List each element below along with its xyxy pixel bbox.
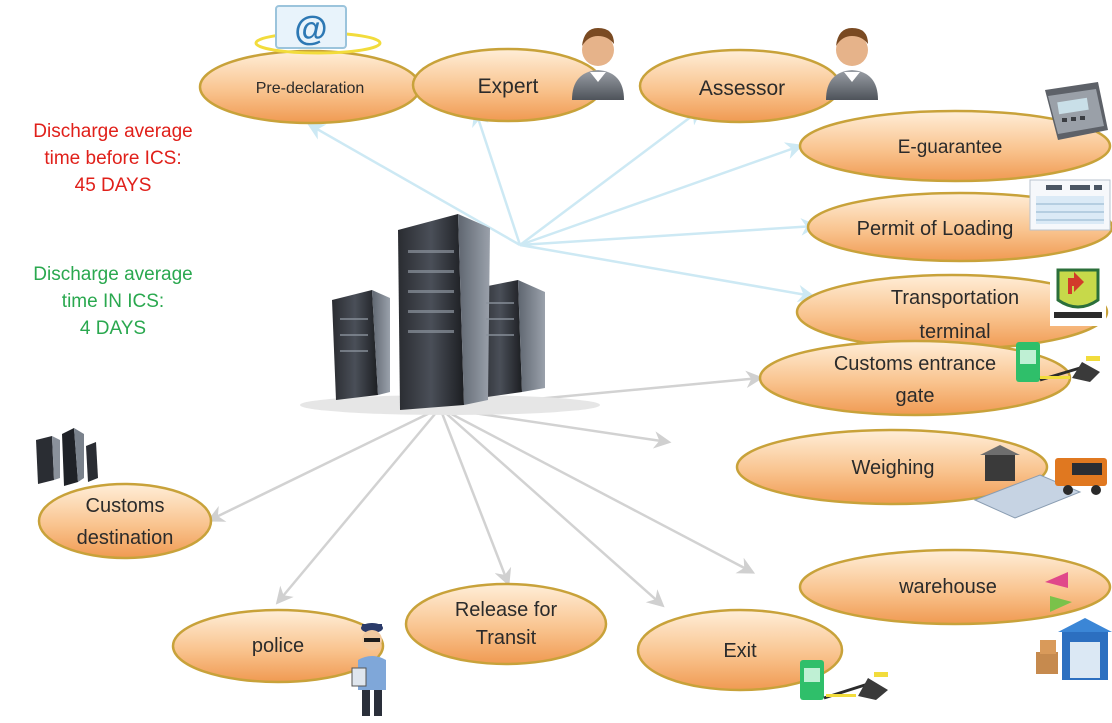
stat-before-ics: Discharge average time before ICS: 45 DA… — [8, 118, 218, 199]
email-at-icon: @ — [254, 5, 382, 55]
svg-text:@: @ — [294, 10, 327, 48]
arrow-to-customs-destination — [206, 406, 441, 522]
stat-before-line3: 45 DAYS — [74, 175, 152, 196]
police-officer-icon — [351, 623, 386, 716]
arrow-to-eguarantee — [519, 142, 804, 247]
permit-label: Permit of Loading — [857, 218, 1014, 240]
node-customs-entrance-gate: Customs entrance gate — [758, 339, 1072, 417]
transport-label-line1: Transportation — [891, 287, 1019, 309]
node-expert: Expert — [411, 47, 605, 123]
stat-before-line1: Discharge average — [33, 121, 193, 142]
stat-after-line1: Discharge average — [33, 264, 193, 285]
node-predeclaration: Pre-declaration — [198, 49, 422, 125]
arrow-to-warehouse — [439, 406, 756, 574]
arrow-to-expert — [472, 108, 522, 246]
node-exit: Exit — [636, 608, 844, 692]
arrow-to-transport — [519, 243, 816, 303]
customs-gate-icon — [1016, 342, 1100, 382]
document-icon — [1029, 179, 1111, 231]
arrow-to-permit — [519, 218, 819, 247]
customs-destination-server-icon — [36, 428, 98, 486]
node-eguarantee: E-guarantee — [798, 109, 1112, 183]
organization-logo-icon — [1050, 266, 1106, 326]
card-terminal-icon — [1045, 82, 1108, 140]
customs-gate-label-line2: gate — [896, 385, 935, 407]
stat-after-line2: time IN ICS: — [61, 291, 165, 312]
exit-label: Exit — [723, 640, 757, 662]
stat-after-line3: 4 DAYS — [79, 318, 147, 339]
node-transportation-terminal: Transportation terminal — [795, 273, 1109, 351]
transport-label-line2: terminal — [919, 321, 990, 343]
node-customs-destination: Customs destination — [37, 482, 213, 560]
arrow-to-predeclaration — [306, 123, 521, 247]
connector-arrows — [206, 107, 819, 608]
release-label-line1: Release for — [455, 599, 558, 621]
eguarantee-label: E-guarantee — [898, 137, 1003, 158]
arrow-to-police — [275, 407, 441, 605]
expert-person-icon — [572, 28, 624, 100]
truck-scale-icon — [973, 445, 1107, 519]
weighing-label: Weighing — [851, 457, 934, 479]
customs-dest-label-line1: Customs — [86, 495, 165, 517]
release-label-line2: Transit — [476, 627, 537, 649]
node-assessor: Assessor — [638, 48, 842, 124]
warehouse-label: warehouse — [898, 576, 997, 598]
assessor-person-icon — [826, 28, 878, 100]
assessor-label: Assessor — [699, 77, 785, 100]
node-weighing: Weighing — [735, 428, 1049, 506]
central-server-icon — [300, 214, 600, 415]
customs-gate-label-line1: Customs entrance — [834, 353, 996, 375]
stat-before-line2: time before ICS: — [44, 148, 182, 169]
node-police: police — [171, 608, 385, 684]
arrow-to-assessor — [519, 107, 703, 246]
arrow-to-exit — [439, 407, 665, 608]
customs-dest-label-line2: destination — [77, 527, 174, 549]
node-warehouse: warehouse — [798, 548, 1112, 626]
stat-in-ics: Discharge average time IN ICS: 4 DAYS — [8, 261, 218, 342]
expert-label: Expert — [478, 75, 539, 98]
node-release-for-transit: Release for Transit — [404, 582, 608, 666]
police-label: police — [252, 635, 304, 657]
predeclaration-label: Pre-declaration — [256, 80, 365, 97]
warehouse-icon — [1036, 572, 1112, 680]
exit-gate-icon — [800, 660, 888, 700]
arrow-to-release — [438, 407, 512, 587]
